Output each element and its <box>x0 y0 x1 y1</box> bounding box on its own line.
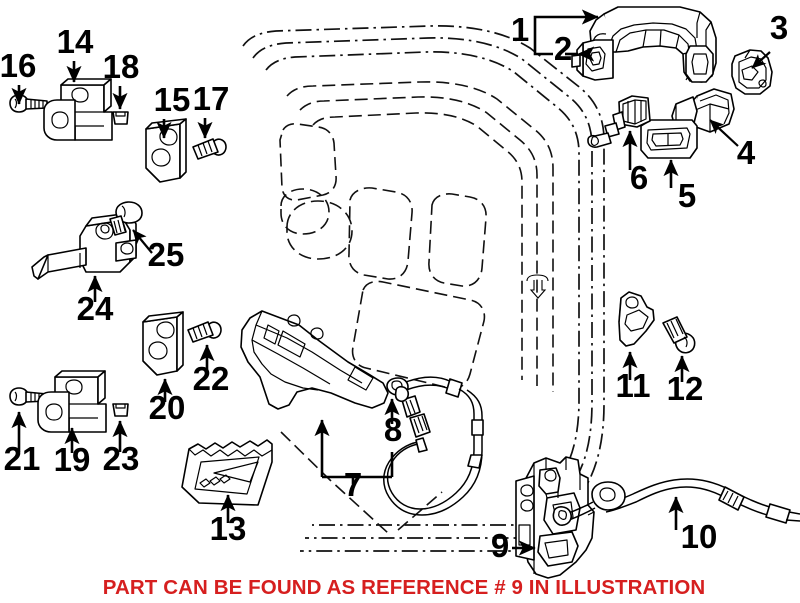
callout-6: 6 <box>630 159 648 196</box>
callout-3: 3 <box>770 9 788 46</box>
callout-25: 25 <box>148 236 185 273</box>
part-7-interior-handle-assembly <box>240 310 389 410</box>
callout-22: 22 <box>193 360 230 397</box>
part-12-striker-bolt <box>662 316 696 354</box>
part-23-lower-hinge-plug <box>112 403 129 417</box>
callout-20: 20 <box>149 389 186 426</box>
part-14-upper-hinge-body <box>43 78 113 141</box>
callout-9: 9 <box>491 527 509 564</box>
callout-10: 10 <box>681 518 718 555</box>
callout-14: 14 <box>57 23 94 60</box>
part-17-hinge-plate-bolt <box>192 138 227 160</box>
callout-4: 4 <box>737 134 756 171</box>
part-11-door-striker <box>618 291 655 347</box>
part-22-lower-hinge-plate-bolt <box>187 321 222 343</box>
part-1-exterior-door-handle <box>589 6 717 83</box>
callout-19: 19 <box>54 441 91 478</box>
part-6-lock-cylinder <box>587 95 651 148</box>
callout-24: 24 <box>77 290 114 327</box>
callout-2: 2 <box>554 30 572 67</box>
callout-8: 8 <box>384 411 402 448</box>
callout-13: 13 <box>210 510 247 547</box>
callout-1: 1 <box>511 11 529 48</box>
callout-21: 21 <box>4 440 41 477</box>
part-2-handle-bracket <box>571 39 614 81</box>
reference-caption: PART CAN BE FOUND AS REFERENCE # 9 IN IL… <box>103 576 706 599</box>
callout-18: 18 <box>103 48 140 85</box>
callout-11: 11 <box>616 367 651 404</box>
part-24-door-check-strap <box>31 212 137 280</box>
callout-16: 16 <box>0 47 36 84</box>
callout-23: 23 <box>103 440 140 477</box>
callout-numbers: 1 2 3 4 5 6 7 8 9 10 11 12 13 14 15 16 1… <box>0 9 788 564</box>
callout-15: 15 <box>154 81 191 118</box>
part-10-lock-control-cable <box>552 478 800 526</box>
leader-lines <box>11 9 771 556</box>
part-16-hinge-bolt <box>9 94 48 113</box>
part-19-lower-hinge-body <box>37 370 107 433</box>
part-18-hinge-plug <box>112 111 129 125</box>
part-20-lower-hinge-plate <box>142 311 184 376</box>
part-15-hinge-plate <box>145 118 187 183</box>
callout-17: 17 <box>193 80 230 117</box>
callout-7: 7 <box>344 466 362 503</box>
callout-12: 12 <box>667 370 704 407</box>
callout-5: 5 <box>678 177 696 214</box>
part-13-interior-handle-bezel <box>181 439 273 506</box>
part-25-door-check-bolt <box>109 201 143 236</box>
part-5-lock-cylinder-bezel <box>640 119 698 159</box>
